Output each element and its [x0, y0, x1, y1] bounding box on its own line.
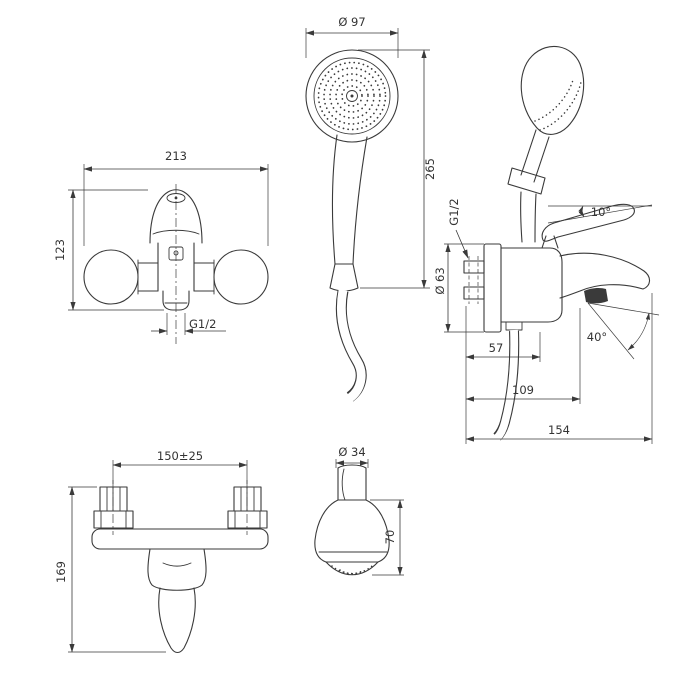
- lever-angle-annotation: 10°: [547, 204, 653, 224]
- shower-holder: [507, 167, 546, 195]
- handshower-center-ring: [346, 90, 358, 102]
- valve-body-side: [500, 247, 563, 323]
- dim-side-thread: G1/2: [447, 198, 469, 259]
- dim-head-height-label: 70: [383, 530, 397, 545]
- body-barrel: [137, 262, 215, 292]
- front-view-mixer: 213 123 G1/2: [53, 149, 269, 344]
- supply-pipe-bottom: [463, 286, 485, 300]
- left-supply-fitting: [93, 486, 134, 529]
- spout-aerator: [584, 287, 608, 304]
- dim-handshower-diameter: Ø 97: [305, 15, 399, 58]
- wall-escutcheon-side: [483, 243, 502, 333]
- parked-handshower-head: [520, 45, 585, 135]
- dim-handshower-length: 265: [358, 49, 437, 289]
- spout-side: [559, 252, 651, 299]
- dim-bottom-height: 169: [54, 486, 166, 653]
- dim-plate-diameter-label: Ø 63: [433, 267, 447, 294]
- thread-dashes: [468, 256, 479, 304]
- dim-side-thread-label: G1/2: [447, 198, 461, 225]
- dim-front-height-label: 123: [53, 239, 67, 261]
- neck-curve: [341, 468, 346, 501]
- right-supply-fitting: [227, 486, 268, 529]
- dim-head-height: 70: [370, 499, 404, 576]
- central-body: [157, 242, 195, 292]
- handshower-center-dot: [350, 94, 354, 98]
- spray-dots-row1: [331, 565, 373, 575]
- handshower-handle: [331, 134, 368, 265]
- right-escutcheon: [213, 249, 269, 305]
- handshower-spray-nozzles: [317, 61, 387, 131]
- handshower-head-outer: [305, 49, 399, 143]
- dim-mount-spacing-label: 150±25: [157, 449, 203, 463]
- dim-front-height: 123: [53, 189, 164, 311]
- spray-face: [325, 561, 379, 576]
- lever-angle-label: 10°: [591, 205, 611, 219]
- dim-depths: 57 109 154: [465, 293, 653, 444]
- handshower-head-rim: [313, 57, 391, 135]
- dim-mount-spacing: 150±25: [112, 449, 248, 484]
- supply-pipe-top: [463, 260, 485, 274]
- dim-handshower-diameter-label: Ø 97: [338, 15, 365, 29]
- mixer-body-front: [147, 548, 207, 591]
- holder-neck: [520, 191, 537, 243]
- dim-front-width-label: 213: [165, 149, 187, 163]
- dim-depth-a-label: 57: [489, 341, 504, 355]
- lever-side: [541, 203, 635, 242]
- spout-angle-label: 40°: [587, 330, 607, 344]
- hose-nut: [505, 321, 523, 331]
- mixer-body-bar: [91, 528, 269, 550]
- left-escutcheon: [83, 249, 139, 305]
- spout-angle-annotation: 40°: [587, 302, 660, 360]
- showerhead-side-view: Ø 34 70: [314, 445, 404, 576]
- handshower-hose: [335, 289, 367, 402]
- side-view-mixer: 10° 40° G1/2 Ø 63: [433, 45, 660, 444]
- dim-head-diameter-label: Ø 34: [338, 445, 365, 459]
- dim-bottom-height-label: 169: [54, 561, 68, 583]
- down-lever-blade: [158, 587, 196, 654]
- bottom-front-view: 150±25 169: [54, 449, 269, 654]
- handshower-view: Ø 97 265: [305, 15, 437, 402]
- dim-handshower-length-label: 265: [423, 158, 437, 180]
- dim-depth-c-label: 154: [548, 423, 570, 437]
- head-dome: [314, 499, 390, 563]
- parked-head-nozzles-inner: [534, 79, 574, 122]
- spray-dots-row2: [339, 569, 365, 575]
- dim-front-outlet-label: G1/2: [189, 317, 216, 331]
- dim-plate-diameter: Ø 63: [433, 243, 484, 333]
- dim-front-outlet-thread: G1/2: [151, 313, 226, 335]
- parked-head-nozzles-outer: [539, 81, 582, 131]
- hose-connector: [329, 263, 359, 292]
- body-joint-line: [162, 562, 192, 567]
- parked-handshower-handle: [520, 129, 550, 183]
- dim-front-width: 213: [83, 149, 269, 246]
- dim-head-diameter: Ø 34: [335, 445, 369, 468]
- escutcheon-joints: [137, 259, 215, 295]
- dim-depth-b-label: 109: [512, 383, 534, 397]
